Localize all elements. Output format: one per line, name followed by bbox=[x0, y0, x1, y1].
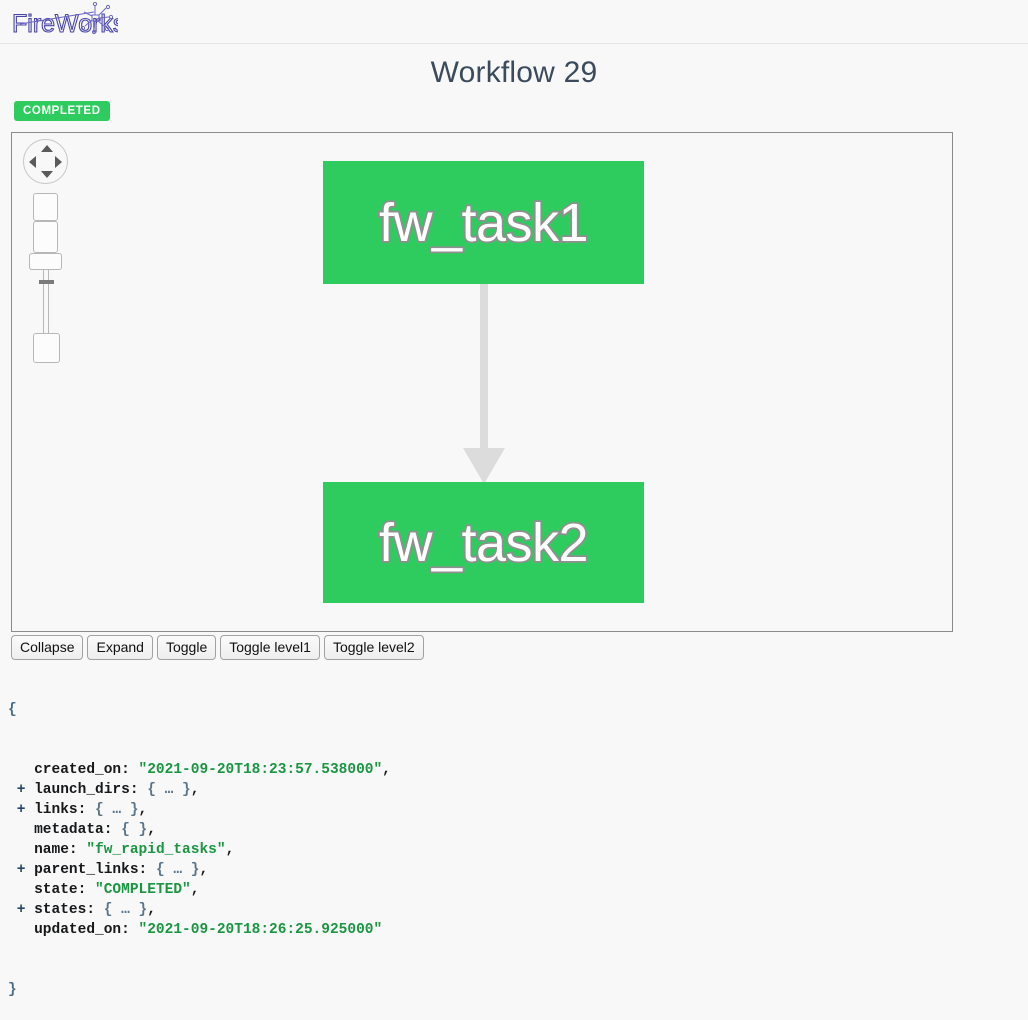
graph-pan-zoom-controls[interactable] bbox=[20, 139, 74, 363]
json-colon: : bbox=[129, 782, 148, 798]
json-row: name: "fw_rapid_tasks", bbox=[8, 840, 1018, 860]
json-indent bbox=[8, 842, 34, 858]
firework-burst-icon: FireWorks bbox=[11, 2, 118, 39]
json-comma: , bbox=[138, 802, 148, 818]
json-expander-toggle[interactable]: + bbox=[8, 802, 35, 818]
json-colon: : bbox=[121, 922, 139, 938]
json-key: updated_on bbox=[34, 922, 122, 938]
json-colon: : bbox=[68, 842, 87, 858]
json-value: "2021-09-20T18:26:25.925000" bbox=[138, 922, 383, 938]
json-comma: , bbox=[190, 782, 200, 798]
json-expander-toggle[interactable]: + bbox=[8, 862, 35, 878]
workflow-graph-panel[interactable]: fw_task1 fw_task2 bbox=[11, 132, 953, 632]
json-indent bbox=[8, 762, 34, 778]
json-value: "2021-09-20T18:23:57.538000" bbox=[138, 762, 383, 778]
json-expander-toggle[interactable]: + bbox=[8, 902, 35, 918]
toggle-button[interactable]: Toggle bbox=[156, 635, 217, 660]
json-value: { … } bbox=[155, 862, 200, 878]
graph-edge-arrow-icon bbox=[463, 448, 505, 484]
pan-up-arrow-icon[interactable] bbox=[41, 145, 53, 152]
json-comma: , bbox=[382, 762, 391, 778]
json-comma: , bbox=[199, 862, 209, 878]
page-title: Workflow 29 bbox=[430, 56, 598, 89]
json-key: links bbox=[34, 802, 78, 818]
json-row: + parent_links: { … }, bbox=[8, 860, 1018, 880]
graph-node-fw-task2[interactable]: fw_task2 bbox=[323, 482, 644, 603]
json-comma: , bbox=[190, 882, 200, 898]
json-brace: { bbox=[8, 702, 17, 718]
json-key: states bbox=[34, 902, 87, 918]
json-open-brace: { bbox=[8, 700, 1018, 720]
json-key: created_on bbox=[34, 762, 122, 778]
json-key: parent_links bbox=[34, 862, 139, 878]
collapse-button[interactable]: Collapse bbox=[11, 635, 84, 660]
json-colon: : bbox=[77, 802, 96, 818]
zoom-slider-track[interactable] bbox=[43, 247, 49, 337]
json-key: metadata bbox=[34, 822, 104, 838]
zoom-reset-button[interactable] bbox=[33, 333, 60, 363]
zoom-slider-tick bbox=[39, 280, 54, 284]
pan-down-arrow-icon[interactable] bbox=[41, 171, 53, 178]
json-row: + links: { … }, bbox=[8, 800, 1018, 820]
toggle-level2-button[interactable]: Toggle level2 bbox=[323, 635, 424, 660]
graph-edge-line bbox=[480, 284, 488, 452]
json-colon: : bbox=[86, 902, 104, 918]
json-key: state bbox=[34, 882, 78, 898]
json-key: name bbox=[34, 842, 69, 858]
zoom-in-button[interactable] bbox=[33, 193, 58, 221]
pan-left-arrow-icon[interactable] bbox=[29, 156, 36, 168]
status-badge: COMPLETED bbox=[14, 101, 110, 121]
logo-sparkle-burst bbox=[19, 2, 114, 35]
json-value: { } bbox=[121, 822, 148, 838]
zoom-out-button[interactable] bbox=[33, 221, 58, 253]
json-comma: , bbox=[225, 842, 235, 858]
zoom-slider-handle[interactable] bbox=[29, 253, 62, 270]
json-row: + launch_dirs: { … }, bbox=[8, 780, 1018, 800]
json-row: + states: { … }, bbox=[8, 900, 1018, 920]
json-colon: : bbox=[77, 882, 96, 898]
json-expander-toggle[interactable]: + bbox=[8, 782, 35, 798]
json-brace: } bbox=[8, 982, 17, 998]
json-value: { … } bbox=[95, 802, 139, 818]
json-colon: : bbox=[138, 862, 156, 878]
json-value: { … } bbox=[103, 902, 148, 918]
pan-dial[interactable] bbox=[23, 139, 68, 184]
json-rows: created_on: "2021-09-20T18:23:57.538000"… bbox=[8, 760, 1018, 940]
toggle-level1-button[interactable]: Toggle level1 bbox=[220, 635, 320, 660]
json-indent bbox=[8, 882, 34, 898]
graph-node-label: fw_task2 bbox=[377, 511, 590, 575]
fireworks-logo[interactable]: FireWorks bbox=[10, 2, 118, 42]
json-viewer[interactable]: { created_on: "2021-09-20T18:23:57.53800… bbox=[8, 660, 1018, 1020]
expand-button[interactable]: Expand bbox=[87, 635, 153, 660]
json-comma: , bbox=[147, 822, 156, 838]
json-value: { … } bbox=[147, 782, 191, 798]
json-key: launch_dirs bbox=[34, 782, 130, 798]
json-indent bbox=[8, 922, 34, 938]
json-row: created_on: "2021-09-20T18:23:57.538000"… bbox=[8, 760, 1018, 780]
json-colon: : bbox=[103, 822, 122, 838]
json-row: updated_on: "2021-09-20T18:26:25.925000" bbox=[8, 920, 1018, 940]
json-comma: , bbox=[147, 902, 156, 918]
json-value: "COMPLETED" bbox=[95, 882, 191, 898]
json-row: metadata: { }, bbox=[8, 820, 1018, 840]
graph-node-fw-task1[interactable]: fw_task1 bbox=[323, 161, 644, 284]
json-value: "fw_rapid_tasks" bbox=[86, 842, 226, 858]
json-close-brace: } bbox=[8, 980, 1018, 1000]
json-indent bbox=[8, 822, 34, 838]
json-colon: : bbox=[121, 762, 139, 778]
json-row: state: "COMPLETED", bbox=[8, 880, 1018, 900]
pan-right-arrow-icon[interactable] bbox=[55, 156, 62, 168]
graph-node-label: fw_task1 bbox=[377, 191, 590, 255]
app-header: FireWorks bbox=[0, 0, 1028, 44]
json-toolbar: Collapse Expand Toggle Toggle level1 Tog… bbox=[11, 635, 424, 660]
